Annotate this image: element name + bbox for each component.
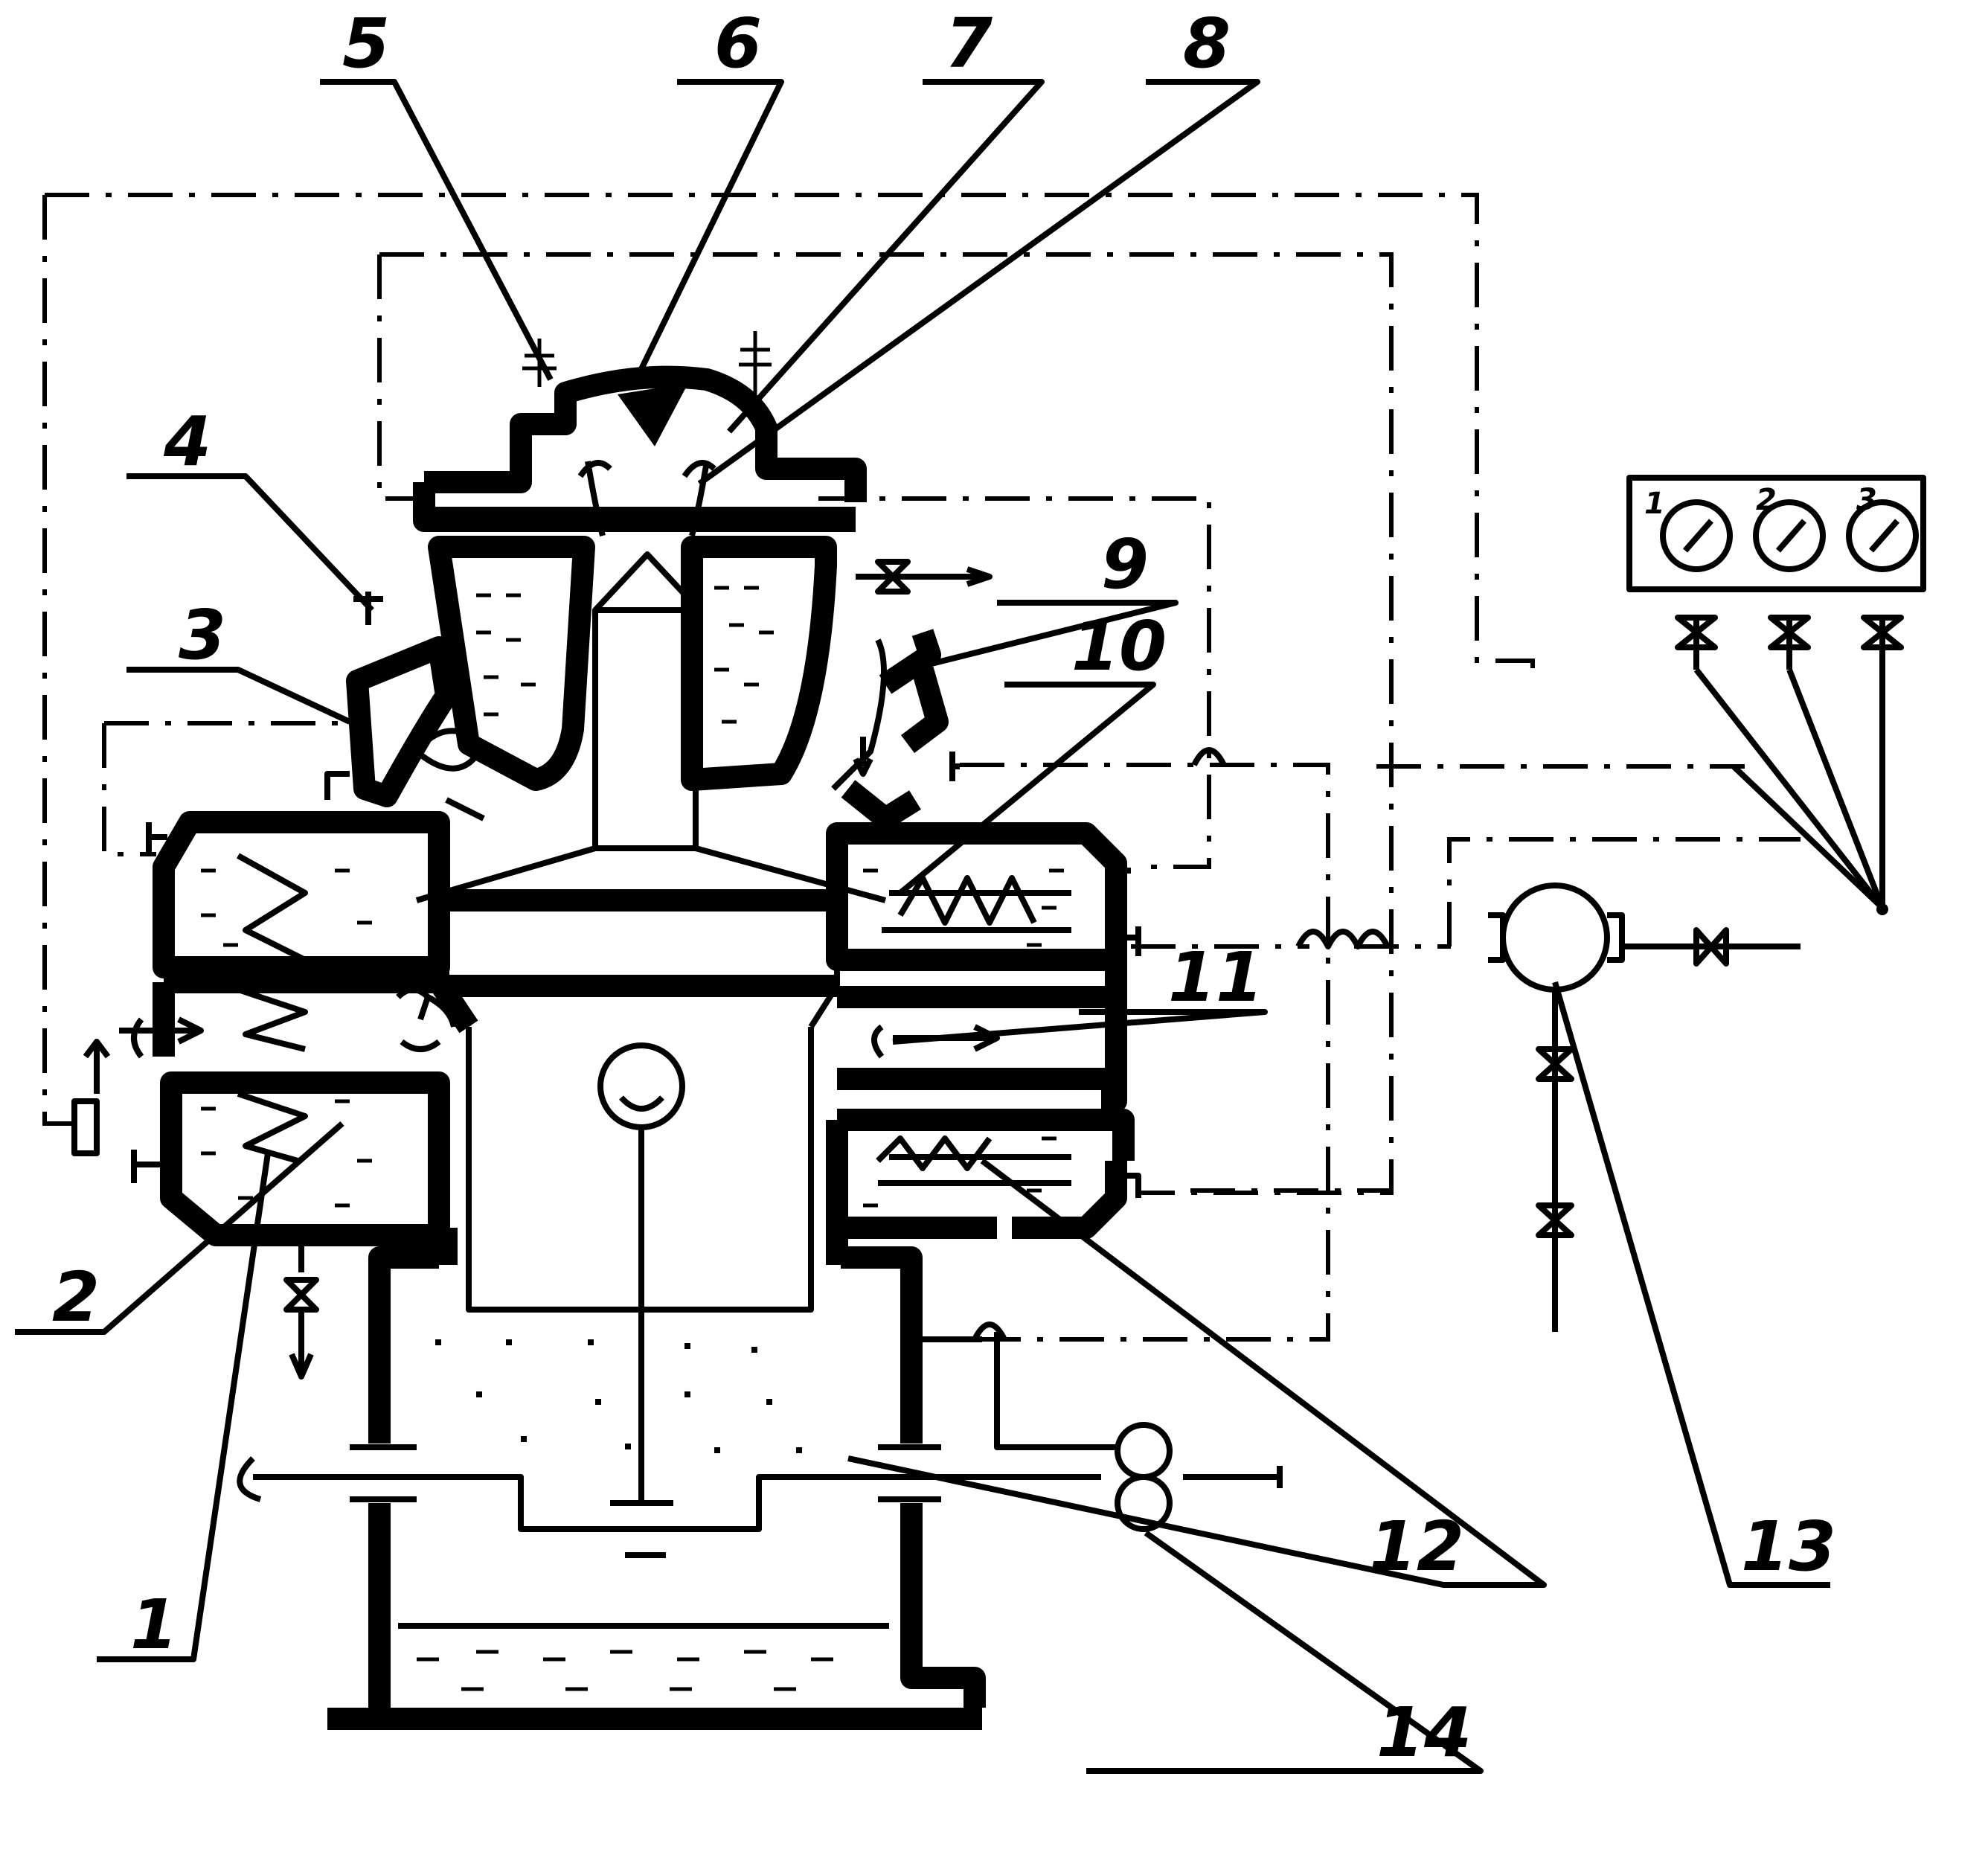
label-6: 6 [714,4,762,83]
label-8: 8 [1183,4,1231,83]
label-11: 11 [1168,938,1263,1017]
label-1: 1 [130,1585,178,1665]
gauge-label-1: 1 [1644,487,1665,521]
label-2: 2 [52,1258,100,1337]
part-labels: 1 2 3 4 5 6 7 8 9 10 11 12 13 14 1 2 3 [52,4,1877,1772]
piston-crankcase [237,984,1101,1730]
gauge-panel [1626,475,1926,915]
label-14: 14 [1376,1693,1472,1772]
label-9: 9 [1101,525,1149,604]
cylinder-head [413,331,867,613]
label-10: 10 [1071,606,1167,686]
left-block [71,592,487,1380]
label-7: 7 [945,4,993,83]
label-5: 5 [342,4,390,83]
label-3: 3 [179,595,226,675]
leader-lines [15,79,1830,1774]
gauge-label-2: 2 [1756,483,1777,517]
label-12: 12 [1369,1507,1464,1586]
upper-water-jackets [428,536,837,791]
label-4: 4 [163,402,211,481]
gauge-label-3: 3 [1856,483,1877,517]
fuel-pump [1488,882,1801,1332]
oil-pump [923,1332,1283,1532]
right-block [826,559,1141,1239]
label-13: 13 [1741,1507,1836,1586]
